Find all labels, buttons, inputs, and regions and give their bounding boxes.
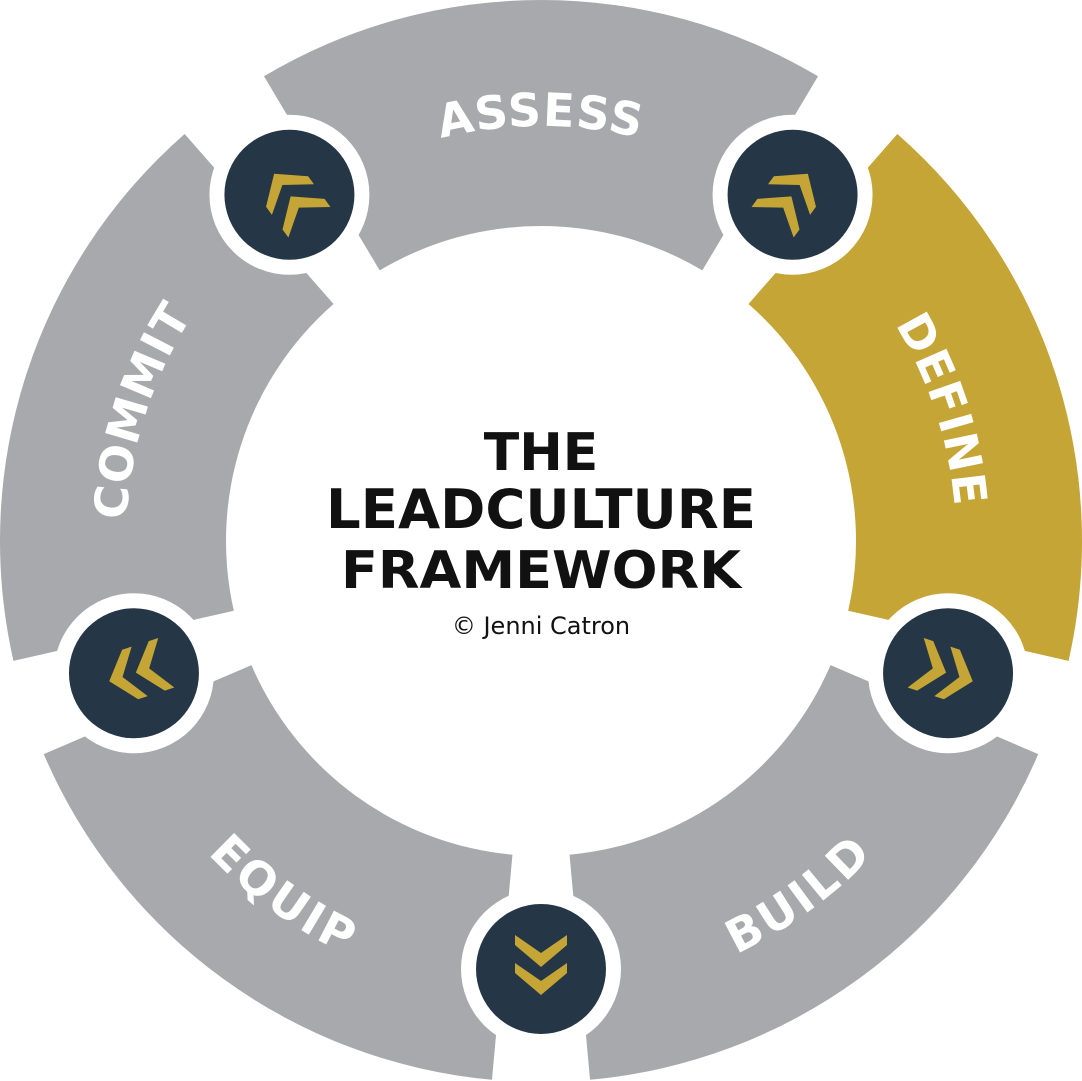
chevron-down-right-icon xyxy=(868,593,1029,754)
segment-define xyxy=(748,133,1082,661)
center-title-line-2: LeadCulture xyxy=(326,478,756,541)
segment-assess xyxy=(263,0,819,271)
cycle-icons xyxy=(53,114,1029,1049)
chevron-down-left-icon xyxy=(209,114,370,275)
center-title-line-1: THE xyxy=(484,423,599,483)
segment-build xyxy=(569,665,1039,1080)
center-title-line-3: FRAMEWORK xyxy=(341,541,743,601)
chevron-down-left-icon xyxy=(712,114,873,275)
segment-equip xyxy=(43,665,513,1080)
chevron-left-icon xyxy=(461,889,621,1049)
copyright-credit: © Jenni Catron xyxy=(452,612,630,640)
chevron-up-right-icon xyxy=(53,593,214,754)
center-title: THE LeadCulture FRAMEWORK © Jenni Catron xyxy=(326,423,756,640)
segment-commit xyxy=(0,133,334,661)
